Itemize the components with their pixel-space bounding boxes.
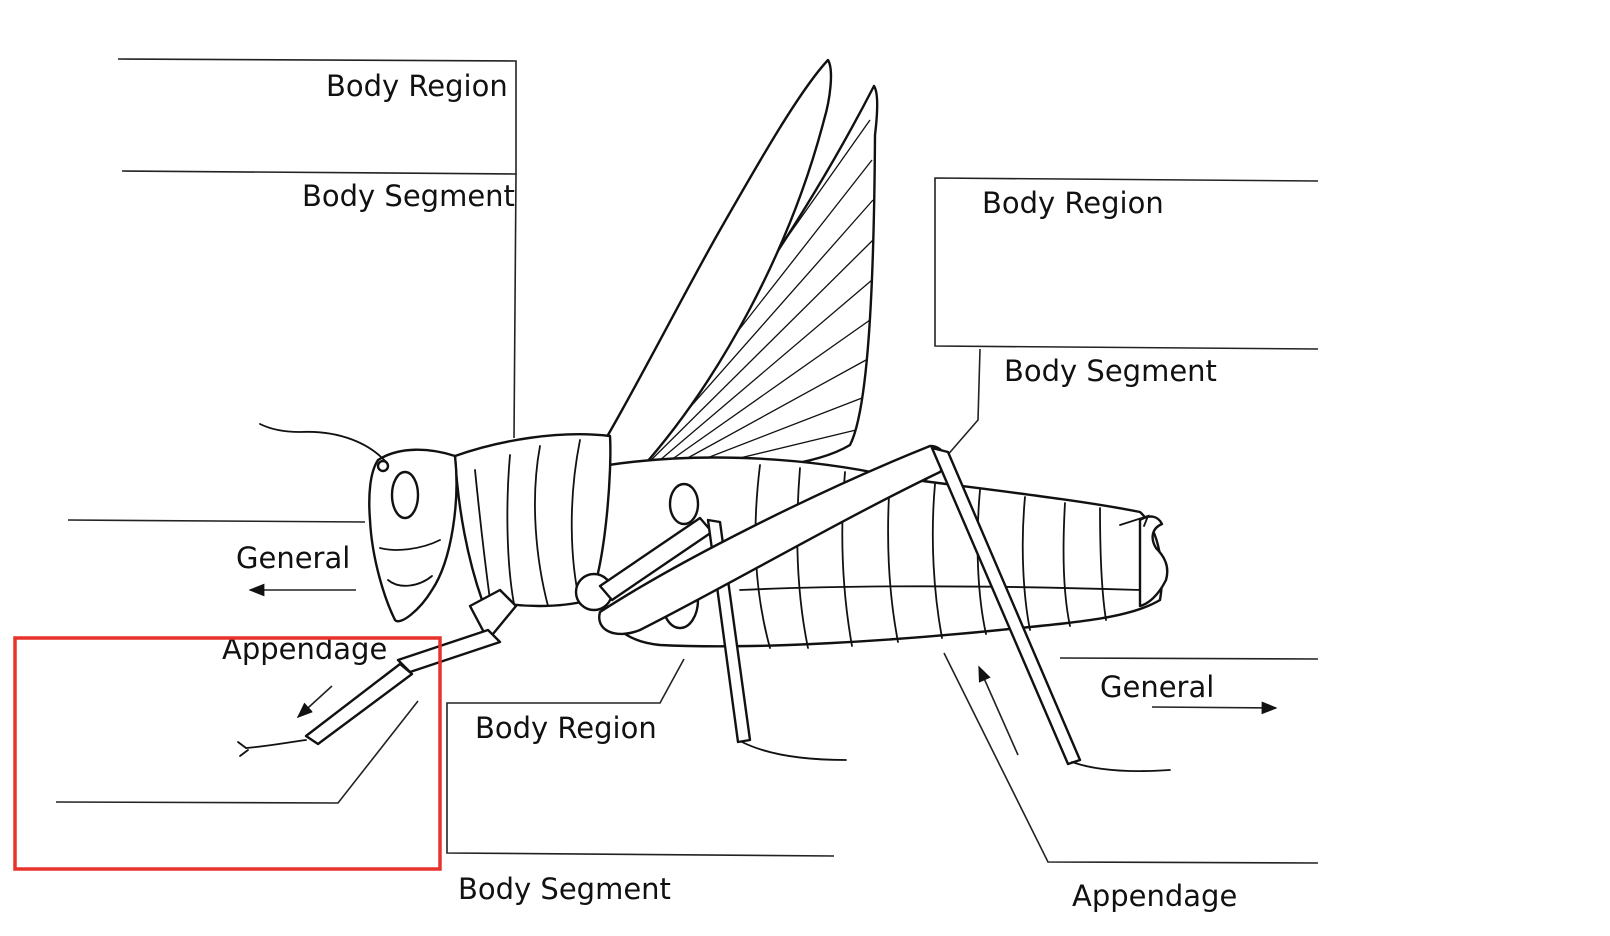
grasshopper-illustration bbox=[237, 58, 1171, 772]
label-top-left-segment: Body Segment bbox=[302, 179, 515, 213]
label-right-segment: Body Segment bbox=[1004, 354, 1217, 388]
antenna bbox=[259, 423, 387, 463]
compound-eye bbox=[390, 470, 420, 520]
label-right-region: Body Region bbox=[982, 186, 1164, 220]
label-bottom-segment: Body Segment bbox=[458, 872, 671, 906]
highlight-box bbox=[13, 636, 442, 871]
label-right-general: General bbox=[1100, 670, 1214, 704]
label-top-left-region: Body Region bbox=[326, 69, 508, 103]
label-bottom-region: Body Region bbox=[475, 711, 657, 745]
label-lines bbox=[55, 58, 1319, 864]
head bbox=[259, 423, 458, 623]
arrows bbox=[248, 583, 1278, 756]
hind-leg bbox=[598, 444, 1171, 772]
right-general-arrow bbox=[1151, 701, 1278, 715]
front-leg bbox=[237, 588, 518, 757]
label-right-appendage: Appendage bbox=[1072, 879, 1237, 913]
right-appendage-arrow bbox=[978, 665, 1019, 756]
label-left-general: General bbox=[236, 541, 350, 575]
fore-wing bbox=[573, 58, 833, 496]
left-appendage-arrow bbox=[296, 685, 333, 719]
